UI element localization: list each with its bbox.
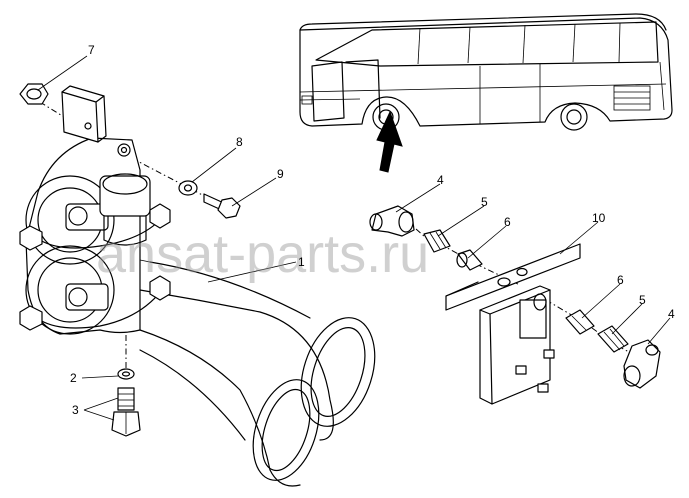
callout-7: 7 [88,43,95,57]
bus-illustration [299,13,673,173]
callout-2: 2 [70,371,77,385]
callout-1: 1 [298,255,305,269]
leader-lines [37,55,671,421]
callout-4-upper: 4 [437,173,444,187]
washer-and-bolt [178,180,241,219]
air-horn [19,137,376,487]
lower-fittings [565,309,661,389]
upper-fittings [369,205,483,271]
callout-9: 9 [277,167,284,181]
callout-6-upper: 6 [504,215,511,229]
callout-5-upper: 5 [481,195,488,209]
watermark-text: ansat-parts.ru [96,224,429,284]
washer-and-fitting [111,368,141,437]
callout-labels: 7 8 9 1 2 3 4 5 6 10 6 5 4 [70,43,675,417]
callout-10: 10 [592,211,606,225]
callout-5-lower: 5 [639,293,646,307]
location-arrow-icon [376,110,403,173]
callout-8: 8 [236,135,243,149]
callout-6-lower: 6 [617,273,624,287]
solenoid-valve [445,243,581,405]
nut-and-bracket [19,83,107,143]
callout-4-lower: 4 [668,307,675,321]
callout-3: 3 [72,403,79,417]
